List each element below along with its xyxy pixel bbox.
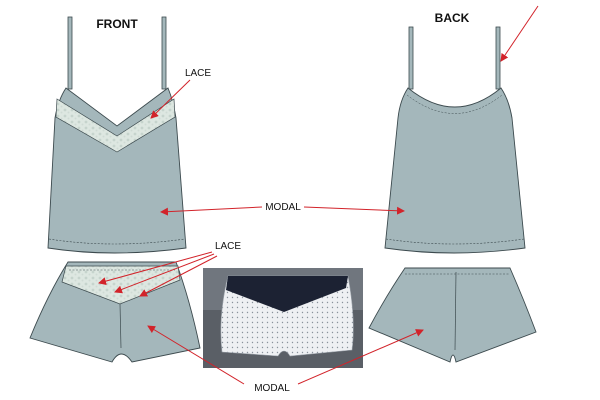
- back-camisole-body: [384, 87, 526, 254]
- front-hem-stitch: [48, 238, 186, 245]
- reference-photo: [203, 268, 363, 368]
- front-title: FRONT: [96, 17, 138, 31]
- arrow-modal-back: [303, 206, 405, 215]
- arrow-lace-top: [150, 79, 191, 119]
- arrow-lace-shorts-3: [139, 255, 218, 297]
- back-neck-stitch: [406, 94, 503, 114]
- front-lace-band: [55, 98, 176, 153]
- front-left-strap: [67, 16, 73, 90]
- front-shorts: [29, 261, 201, 363]
- lace-shorts-label: LACE: [215, 241, 241, 252]
- front-right-strap: [161, 16, 167, 90]
- modal-shorts-label: MODAL: [254, 383, 290, 394]
- back-left-strap: [408, 26, 414, 90]
- back-camisole: [384, 26, 526, 254]
- arrow-lace-shorts-1: [98, 251, 213, 286]
- arrow-modal-front-shorts: [147, 325, 245, 385]
- arrow-lace-shorts-2: [114, 253, 215, 294]
- arrow-modal-front: [160, 206, 263, 216]
- back-hem-stitch: [385, 238, 525, 245]
- callout-arrows: [98, 5, 539, 385]
- back-shorts-seam: [454, 271, 457, 351]
- back-shorts: [368, 267, 537, 363]
- photo-lace-trim: [226, 276, 348, 312]
- lace-top-label: LACE: [185, 68, 211, 79]
- back-shorts-body: [368, 267, 537, 363]
- front-camisole: [47, 16, 187, 254]
- back-title: BACK: [435, 11, 470, 25]
- front-shorts-seam: [119, 303, 122, 349]
- arrow-modal-back-shorts: [297, 329, 424, 385]
- arrow-back-strap: [500, 5, 539, 62]
- back-right-strap: [495, 26, 501, 90]
- modal-top-label: MODAL: [265, 202, 301, 213]
